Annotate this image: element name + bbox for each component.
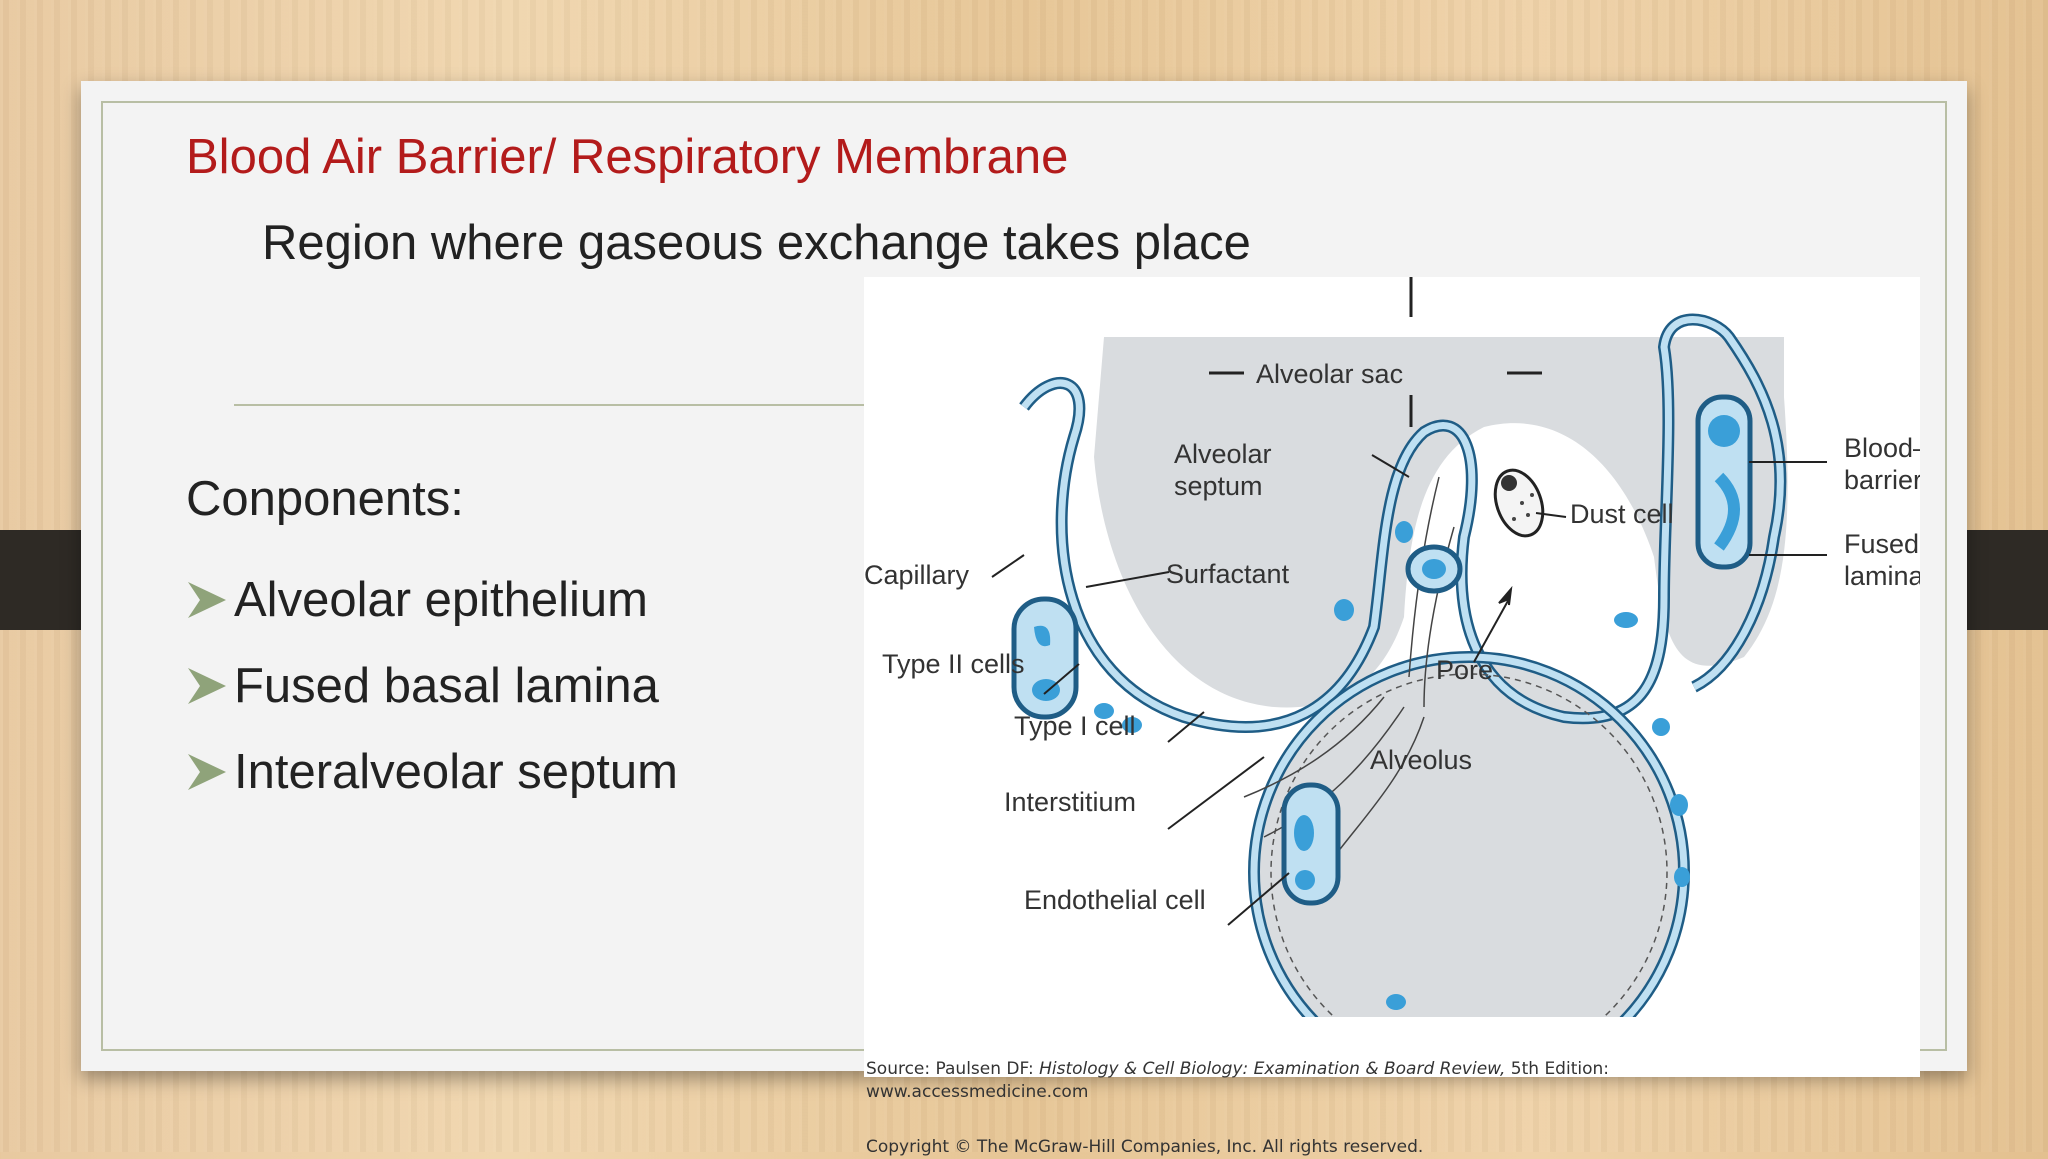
figure-source: Source: Paulsen DF: Histology & Cell Bio… [866, 1059, 1609, 1079]
list-item: Interalveolar septum [186, 729, 678, 815]
component-list: Alveolar epithelium Fused basal lamina I… [186, 557, 678, 815]
alveolus-lumen [1254, 657, 1684, 1017]
type-ii-cells [1094, 521, 1690, 1010]
alveolus-diagram-figure: Alveolar sac Alveolar septum Dust cell B… [864, 277, 1920, 1157]
label-blood-air-line1: Blood–air [1844, 433, 1920, 463]
capillary [1011, 596, 1079, 720]
label-surfactant: Surfactant [1166, 559, 1290, 589]
slide-subtitle: Region where gaseous exchange takes plac… [262, 216, 1251, 270]
slide-title: Blood Air Barrier/ Respiratory Membrane [186, 130, 1069, 184]
arrow-bullet-icon [188, 754, 226, 790]
slide: Blood Air Barrier/ Respiratory Membrane … [81, 81, 1967, 1157]
figure-copyright: Copyright © The McGraw-Hill Companies, I… [866, 1137, 1424, 1157]
label-alveolar-septum-line1: Alveolar [1174, 439, 1272, 469]
label-fused-line2: laminae [1844, 561, 1920, 591]
dust-cell [1493, 468, 1545, 538]
arrow-bullet-icon [188, 668, 226, 704]
label-blood-air-line2: barrier [1844, 465, 1920, 495]
list-item: Alveolar epithelium [186, 557, 678, 643]
alveolus-diagram: Alveolar sac Alveolar septum Dust cell B… [864, 277, 1920, 1017]
arrow-bullet-icon [188, 582, 226, 618]
components-heading: Conponents: [186, 472, 464, 526]
label-type-ii-cells: Type II cells [882, 649, 1025, 679]
label-interstitium: Interstitium [1004, 787, 1136, 817]
bullet-text: Interalveolar septum [234, 745, 678, 799]
label-endothelial-cell: Endothelial cell [1024, 885, 1206, 915]
label-dust-cell: Dust cell [1570, 499, 1674, 529]
label-fused-line1: Fused basal [1844, 529, 1920, 559]
divider-line [234, 404, 949, 406]
label-capillary: Capillary [864, 560, 970, 590]
figure-source-url: www.accessmedicine.com [866, 1082, 1089, 1102]
label-alveolar-sac: Alveolar sac [1256, 359, 1403, 389]
label-type-i-cell: Type I cell [1014, 711, 1136, 741]
label-alveolar-septum-line2: septum [1174, 471, 1263, 501]
bullet-text: Fused basal lamina [234, 659, 659, 713]
alveolar-sac-lumen [1094, 337, 1788, 708]
list-item: Fused basal lamina [186, 643, 678, 729]
label-alveolus: Alveolus [1370, 745, 1472, 775]
label-pore: Pore [1436, 655, 1493, 685]
bullet-text: Alveolar epithelium [234, 573, 648, 627]
interstitium-fibers [1243, 476, 1455, 858]
